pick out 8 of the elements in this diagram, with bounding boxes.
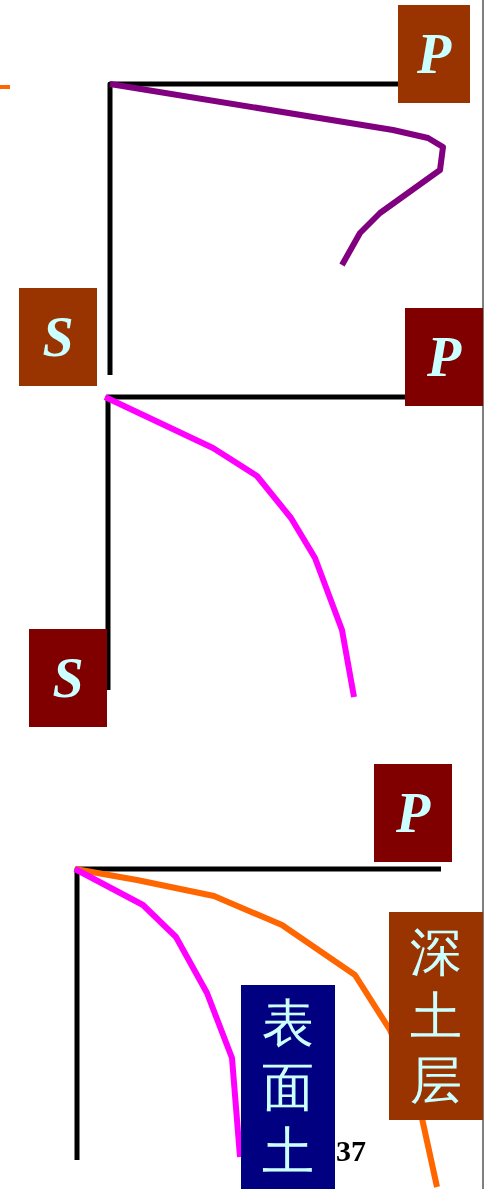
label-box: 深土层	[389, 912, 483, 1120]
label-box: P	[374, 764, 452, 862]
label-box: P	[398, 5, 470, 103]
label-box: 表面土	[241, 985, 335, 1189]
label-box: S	[29, 629, 107, 727]
label-box: S	[19, 288, 97, 386]
label-box: P	[405, 308, 483, 406]
page-number: 37	[336, 1134, 366, 1168]
